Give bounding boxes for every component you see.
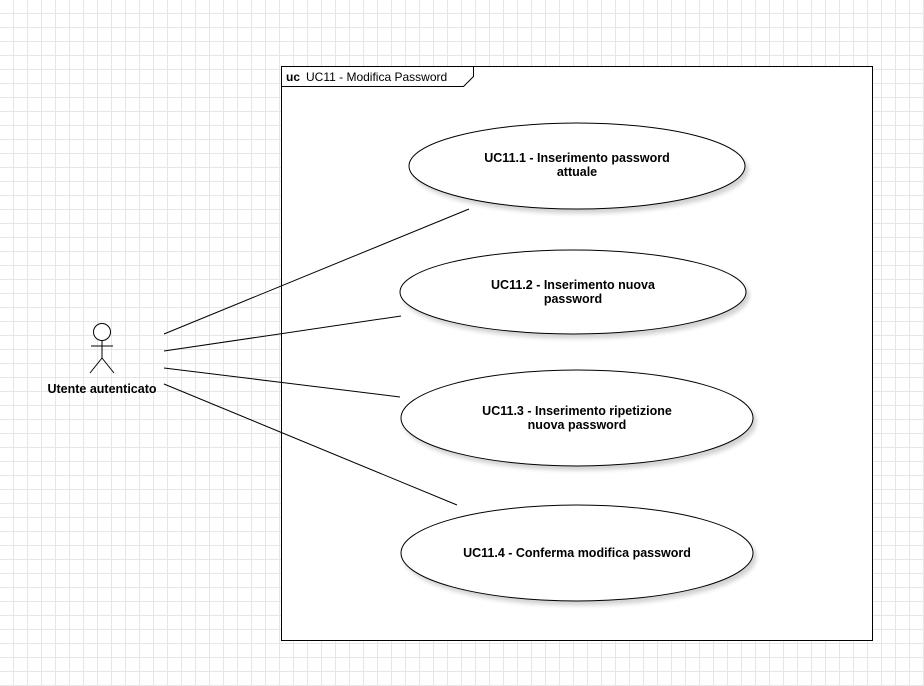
use-case-ellipse [400,504,754,602]
use-case-label-line1: UC11.4 - Conferma modifica password [463,546,691,560]
use-case-label-line1: UC11.1 - Inserimento password [484,151,669,165]
association-line-uc11-2[interactable] [163,315,402,352]
frame-tab [281,66,474,87]
use-case-uc11-3[interactable]: UC11.3 - Inserimento ripetizione nuova p… [400,369,754,467]
use-case-label-line1: UC11.2 - Inserimento nuova [491,278,656,292]
use-case-ellipse [408,122,746,210]
frame-keyword: uc [286,70,300,84]
use-case-ellipse [400,369,754,467]
actor-label: Utente autenticato [47,382,156,396]
association-line-uc11-3[interactable] [163,367,401,398]
frame-title: UC11 - Modifica Password [306,70,447,84]
use-case-uc11-2[interactable]: UC11.2 - Inserimento nuova password [399,249,747,335]
associations [163,208,470,506]
use-case-label-line1: UC11.3 - Inserimento ripetizione [482,404,672,418]
use-case-ellipse [399,249,747,335]
association-line-uc11-4[interactable] [163,383,458,506]
actor-stick-figure-icon [89,323,115,374]
use-case-label-line2: password [544,292,602,306]
use-case-uc11-4[interactable]: UC11.4 - Conferma modifica password [400,504,754,602]
use-case-label-line2: nuova password [528,418,627,432]
use-case-uc11-1[interactable]: UC11.1 - Inserimento password attuale [408,122,746,210]
actor[interactable]: Utente autenticato [47,323,157,397]
use-case-label-line2: attuale [557,165,597,179]
association-line-uc11-1[interactable] [163,208,470,335]
